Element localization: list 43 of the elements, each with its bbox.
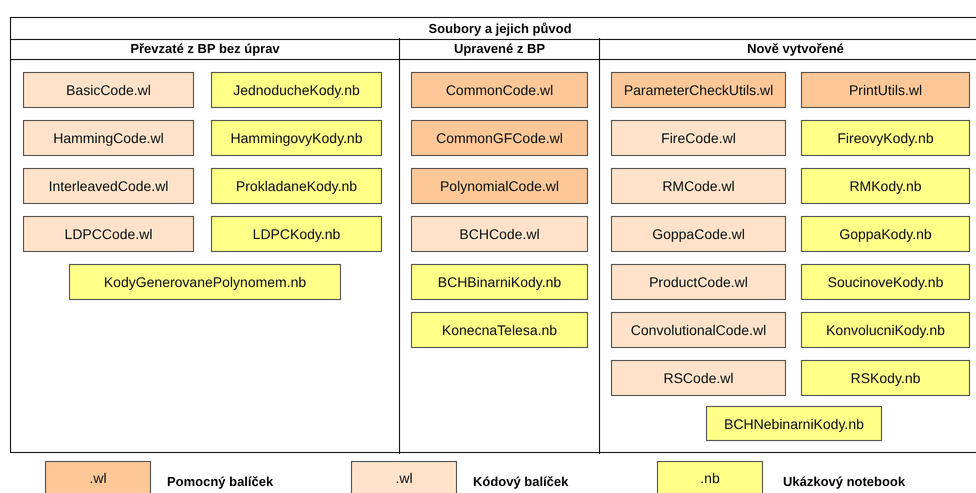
file-box: ParameterCheckUtils.wl (611, 72, 786, 108)
file-box: BasicCode.wl (23, 72, 194, 108)
file-box: KonvolucniKody.nb (801, 312, 970, 348)
legend-label: Kódový balíček (473, 474, 568, 489)
file-box: SoucinoveKody.nb (801, 264, 970, 300)
table-title: Soubory a jejich původ (11, 18, 976, 40)
file-box: RMKody.nb (801, 168, 970, 204)
file-box: BCHCode.wl (411, 216, 588, 252)
legend-swatch: .nb (657, 461, 763, 493)
column-header: Upravené z BP (400, 38, 599, 60)
file-box: KodyGenerovanePolynomem.nb (69, 264, 341, 300)
column-panel (399, 38, 599, 454)
file-box: CommonGFCode.wl (411, 120, 588, 156)
legend-label: Pomocný balíček (167, 474, 274, 489)
file-box: JednoducheKody.nb (211, 72, 382, 108)
table-frame (10, 17, 976, 453)
file-box: BCHNebinarniKody.nb (706, 406, 882, 441)
file-box: HammingCode.wl (23, 120, 194, 156)
file-box: HammingovyKody.nb (211, 120, 382, 156)
file-box: InterleavedCode.wl (23, 168, 194, 204)
file-box: ConvolutionalCode.wl (611, 312, 786, 348)
column-header: Převzaté z BP bez úprav (11, 38, 399, 60)
column-header: Nově vytvořené (600, 38, 976, 60)
column-panel (599, 38, 976, 454)
file-box: KonecnaTelesa.nb (411, 312, 588, 348)
file-box: CommonCode.wl (411, 72, 588, 108)
file-box: LDPCKody.nb (211, 216, 382, 252)
legend-swatch: .wl (351, 461, 457, 493)
legend-swatch: .wl (45, 461, 151, 493)
file-box: FireovyKody.nb (801, 120, 970, 156)
file-box: RSCode.wl (611, 360, 786, 396)
file-box: PolynomialCode.wl (411, 168, 588, 204)
file-box: ProkladaneKody.nb (211, 168, 382, 204)
file-box: RMCode.wl (611, 168, 786, 204)
file-box: BCHBinarniKody.nb (411, 264, 588, 300)
file-box: RSKody.nb (801, 360, 970, 396)
file-box: LDPCCode.wl (23, 216, 194, 252)
legend-label: Ukázkový notebook (783, 474, 906, 489)
file-box: GoppaCode.wl (611, 216, 786, 252)
file-box: GoppaKody.nb (801, 216, 970, 252)
file-box: FireCode.wl (611, 120, 786, 156)
file-box: PrintUtils.wl (801, 72, 970, 108)
file-box: ProductCode.wl (611, 264, 786, 300)
